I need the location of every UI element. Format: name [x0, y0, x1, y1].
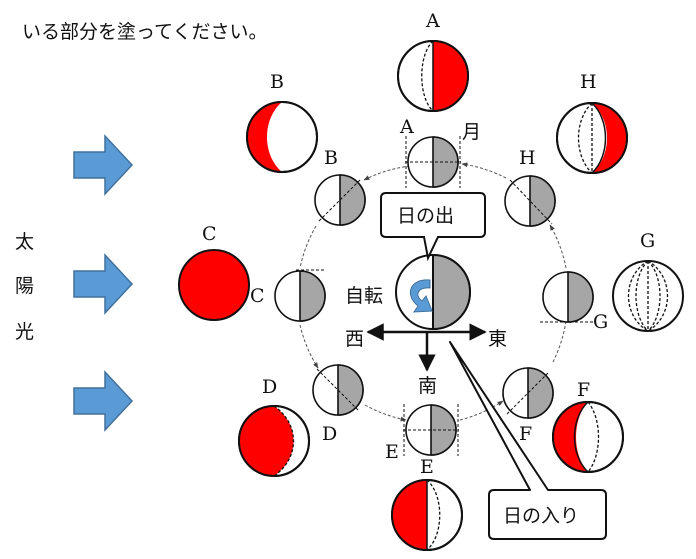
sunlight-char: 陽: [15, 275, 34, 297]
outer-label-e: E: [420, 456, 434, 478]
sunlight-arrow-icon: [73, 134, 134, 196]
outer-moon-e: [391, 479, 463, 551]
orbit-moon-e: [403, 404, 459, 456]
outer-label-a: A: [425, 10, 440, 32]
outer-moon-b: [246, 101, 318, 173]
orbit-label-c: C: [250, 285, 265, 307]
orbit-label-b: B: [324, 147, 338, 169]
rotation-arrow-icon: [409, 279, 433, 313]
west-label: 西: [345, 328, 364, 350]
outer-moon-c: [178, 249, 250, 321]
orbit-moon-c: [274, 269, 326, 322]
orbit-label-d: D: [322, 423, 337, 445]
sunrise-text: 日の出: [397, 205, 454, 227]
outer-label-b: B: [270, 71, 284, 93]
earth: [395, 253, 471, 331]
sunrise-callout: 日の出: [380, 192, 486, 262]
outer-moon-g: [612, 260, 684, 332]
outer-label-c: C: [202, 223, 217, 245]
orbit-moon-d: [312, 364, 364, 416]
outer-moon-d: [238, 405, 310, 477]
outer-moon-a: [397, 40, 469, 112]
outer-label-f: F: [577, 379, 590, 401]
sunlight-char: 太: [15, 231, 34, 253]
orbit-label-a: A: [399, 116, 414, 138]
sunlight-arrows: [73, 134, 134, 432]
orbit-moon-b: [314, 174, 366, 226]
orbit-label-h: H: [519, 147, 536, 169]
rotation-label: 自転: [345, 285, 383, 307]
orbit-label-g: G: [593, 311, 608, 333]
sunlight-char: 光: [15, 321, 34, 343]
east-label: 東: [488, 328, 507, 350]
orbit-moon-g: [540, 271, 595, 323]
orbit-label-f: F: [519, 423, 532, 445]
sunlight-arrow-icon: [73, 370, 134, 432]
sunlight-arrow-icon: [73, 253, 134, 315]
orbit-moon-h: [504, 175, 556, 227]
orbit-moon-a: [405, 136, 461, 188]
sunset-text: 日の入り: [503, 505, 579, 527]
orbit-label-e: E: [385, 441, 399, 463]
intro-text: いる部分を塗ってください。: [22, 20, 267, 43]
orbit-moon-f: [502, 367, 554, 419]
outer-moon-h: [556, 102, 628, 174]
sunlight-label: 太 陽 光: [15, 231, 34, 343]
moon-label: 月: [462, 121, 481, 143]
outer-label-g: G: [640, 230, 655, 252]
south-label: 南: [418, 375, 437, 397]
outer-label-h: H: [580, 71, 597, 93]
outer-moon-f: [552, 401, 624, 473]
sunset-callout: 日の入り: [449, 341, 607, 540]
outer-label-d: D: [262, 376, 277, 398]
